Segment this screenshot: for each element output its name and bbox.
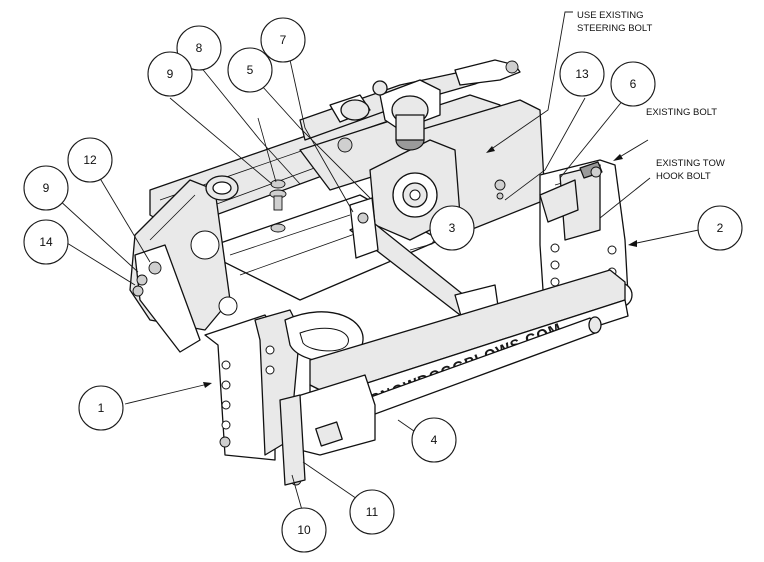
note-existing-bolt: EXISTING BOLT	[646, 107, 717, 118]
callout-number: 14	[39, 235, 53, 249]
callout-6: 6	[610, 61, 656, 107]
callout-11: 11	[349, 489, 395, 535]
callout-number: 5	[247, 63, 254, 77]
callout-leaders	[57, 11, 709, 511]
callout-13: 13	[559, 51, 605, 97]
callout-number: 7	[280, 33, 287, 47]
front-cross-bar: SNOWDOGGPLOWS.COM	[279, 269, 629, 486]
callout-9-top: 9	[147, 51, 193, 97]
callout-3: 3	[429, 205, 475, 251]
note-use-existing-steering-bolt: USE EXISTING STEERING BOLT	[577, 10, 653, 34]
callout-number: 6	[630, 77, 637, 91]
callout-4: 4	[411, 417, 457, 463]
callout-number: 2	[717, 221, 724, 235]
callout-number: 11	[366, 505, 379, 519]
note-line: STEERING BOLT	[577, 23, 653, 34]
callout-number: 13	[575, 67, 589, 81]
callout-7: 7	[260, 17, 306, 63]
callout-number: 9	[167, 67, 174, 81]
callout-5: 5	[227, 47, 273, 93]
callout-1: 1	[78, 385, 124, 431]
steering-linkage	[299, 59, 521, 153]
note-line: EXISTING TOW	[656, 158, 725, 169]
callout-number: 8	[196, 41, 203, 55]
note-line: EXISTING BOLT	[646, 107, 717, 118]
callout-8: 8	[176, 25, 222, 71]
callout-9-left: 9	[23, 165, 69, 211]
callout-10: 10	[281, 507, 327, 553]
note-line: HOOK BOLT	[656, 171, 711, 182]
left-mount-bracket	[132, 244, 364, 461]
callout-number: 12	[83, 153, 97, 167]
callout-number: 4	[431, 433, 438, 447]
callout-number: 10	[297, 523, 311, 537]
note-line: USE EXISTING	[577, 10, 644, 21]
callout-number: 1	[98, 401, 105, 415]
callout-number: 3	[449, 221, 456, 235]
note-existing-tow-hook-bolt: EXISTING TOW HOOK BOLT	[656, 158, 725, 182]
callout-12: 12	[67, 137, 113, 183]
callout-14: 14	[23, 219, 69, 265]
hardware-stack-top	[205, 117, 287, 233]
callout-number: 9	[43, 181, 50, 195]
callout-2: 2	[697, 205, 743, 251]
